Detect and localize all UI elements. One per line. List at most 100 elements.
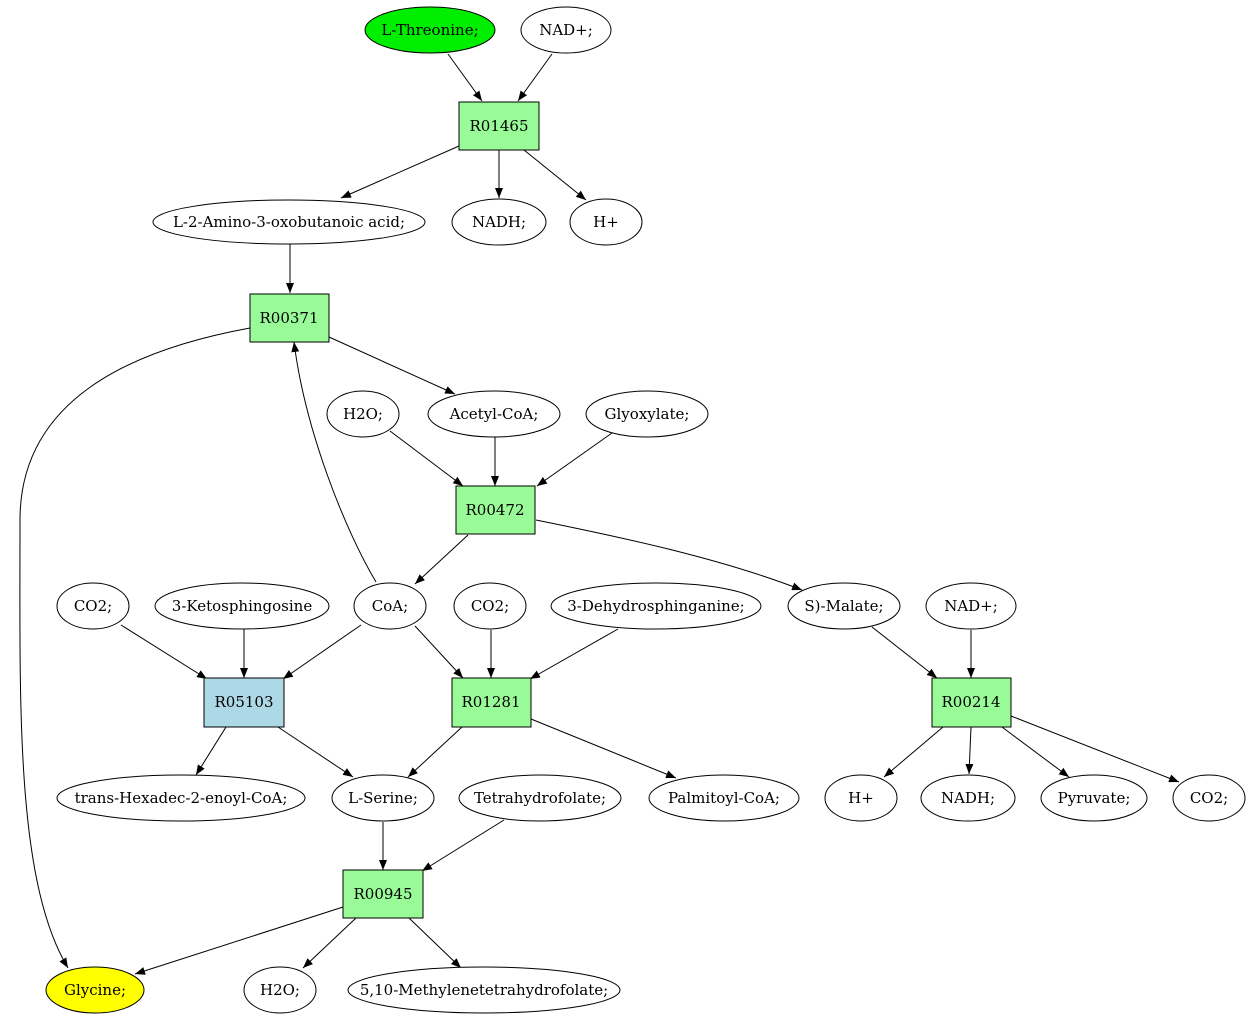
- compound-ellipse: [787, 582, 901, 630]
- edge-threonine-r01465: [447, 53, 483, 102]
- compound-label: 3-Ketosphingosine: [172, 597, 313, 615]
- compound-ellipse: [347, 966, 621, 1014]
- compound-node-ketosphingosine[interactable]: 3-Ketosphingosine: [154, 582, 330, 630]
- edge-coa-r00371: [291, 341, 377, 583]
- compound-ellipse: [1040, 774, 1148, 822]
- reaction-node-r01465[interactable]: R01465: [458, 101, 540, 151]
- compound-ellipse: [453, 582, 527, 630]
- edge-r05103-serine: [277, 726, 354, 778]
- edge-r00214-nadh: [965, 726, 974, 775]
- compound-node-glyoxylate[interactable]: Glyoxylate;: [585, 390, 709, 438]
- compound-node-coa[interactable]: CoA;: [353, 582, 427, 630]
- edge-r01465-amino: [340, 145, 460, 199]
- compound-ellipse: [326, 390, 400, 438]
- compound-node-palmitoyl-coa[interactable]: Palmitoyl-CoA;: [648, 774, 800, 822]
- edge-r00214-co2: [1010, 715, 1180, 783]
- compound-label: Acetyl-CoA;: [449, 405, 539, 423]
- compound-node-l-threonine[interactable]: L-Threonine;: [364, 6, 496, 54]
- reaction-node-r00214[interactable]: R00214: [931, 677, 1012, 728]
- compound-label: H2O;: [260, 981, 300, 999]
- compound-ellipse: [585, 390, 709, 438]
- edge-r01465-h: [523, 149, 587, 201]
- edge-r00214-h: [883, 726, 944, 778]
- edge-malate-r00214: [871, 626, 938, 679]
- compound-ellipse: [648, 774, 800, 822]
- compound-label: NAD+;: [944, 597, 998, 615]
- compound-node-acetyl-coa[interactable]: Acetyl-CoA;: [427, 390, 561, 438]
- compound-node-nadh-top[interactable]: NADH;: [451, 198, 547, 246]
- compound-label: Glyoxylate;: [605, 405, 690, 423]
- edge-r00472-coa: [414, 534, 469, 585]
- reaction-box: [458, 101, 540, 151]
- compound-label: S)-Malate;: [804, 597, 883, 615]
- edge-nad-r01465: [517, 53, 553, 102]
- compound-ellipse: [458, 774, 622, 822]
- compound-node-nadh-right[interactable]: NADH;: [920, 774, 1016, 822]
- edge-r00371-acetylcoa: [328, 336, 456, 395]
- reaction-label: R01281: [461, 693, 520, 711]
- reaction-label: R05103: [214, 693, 273, 711]
- compound-node-h2o-bottom[interactable]: H2O;: [243, 966, 317, 1014]
- edge-r00945-h2o: [302, 917, 357, 969]
- compound-label: CO2;: [1190, 789, 1228, 807]
- reaction-node-r00472[interactable]: R00472: [455, 485, 536, 535]
- reaction-label: R01465: [469, 117, 528, 135]
- compound-node-h2o-mid[interactable]: H2O;: [326, 390, 400, 438]
- compound-node-nad-top[interactable]: NAD+;: [520, 6, 612, 54]
- compound-ellipse: [364, 6, 496, 54]
- compound-label: 3-Dehydrosphinganine;: [567, 597, 744, 615]
- reaction-nodes: R01465 R00371 R00472 R05103 R01281 R0021…: [203, 101, 1012, 919]
- compound-node-methylenetetrahydrofolate[interactable]: 5,10-Methylenetetrahydrofolate;: [347, 966, 621, 1014]
- reaction-box: [451, 677, 532, 728]
- reaction-node-r00945[interactable]: R00945: [342, 869, 424, 919]
- compound-node-dehydrosphinganine[interactable]: 3-Dehydrosphinganine;: [550, 582, 762, 630]
- reaction-box: [249, 293, 330, 343]
- compound-ellipse: [56, 774, 306, 822]
- compound-node-h-top[interactable]: H+: [569, 198, 643, 246]
- compound-label: L-Serine;: [348, 789, 418, 807]
- reaction-label: R00371: [259, 309, 318, 327]
- compound-node-co2-right[interactable]: CO2;: [1172, 774, 1246, 822]
- compound-node-hexadecenoyl-coa[interactable]: trans-Hexadec-2-enoyl-CoA;: [56, 774, 306, 822]
- compound-ellipse: [824, 774, 898, 822]
- compound-node-pyruvate[interactable]: Pyruvate;: [1040, 774, 1148, 822]
- compound-node-malate[interactable]: S)-Malate;: [787, 582, 901, 630]
- edge-r00472-malate: [535, 519, 803, 591]
- compound-label: H+: [593, 213, 619, 231]
- compound-label: CO2;: [471, 597, 509, 615]
- compound-node-l-serine[interactable]: L-Serine;: [331, 774, 435, 822]
- compound-ellipse: [451, 198, 547, 246]
- edge-coa-r05103: [282, 624, 362, 680]
- compound-ellipse: [550, 582, 762, 630]
- compound-ellipse: [920, 774, 1016, 822]
- compound-node-h-right[interactable]: H+: [824, 774, 898, 822]
- compound-node-co2-middle[interactable]: CO2;: [453, 582, 527, 630]
- reaction-node-r05103[interactable]: R05103: [203, 677, 285, 728]
- compound-node-nad-right[interactable]: NAD+;: [925, 582, 1017, 630]
- edge-r00214-pyruvate: [1001, 726, 1070, 778]
- edge-r00945-glycine: [134, 906, 344, 975]
- compound-ellipse: [520, 6, 612, 54]
- compound-node-amino-oxobutanoic[interactable]: L-2-Amino-3-oxobutanoic acid;: [152, 199, 426, 245]
- compound-label: H2O;: [343, 405, 383, 423]
- compound-label: Tetrahydrofolate;: [474, 789, 606, 807]
- compound-label: CoA;: [372, 597, 408, 615]
- compound-label: L-2-Amino-3-oxobutanoic acid;: [173, 213, 405, 231]
- compound-ellipse: [45, 966, 145, 1014]
- compound-node-glycine[interactable]: Glycine;: [45, 966, 145, 1014]
- reaction-node-r00371[interactable]: R00371: [249, 293, 330, 343]
- edge-r01281-palmitoyl: [530, 718, 677, 779]
- compound-ellipse: [243, 966, 317, 1014]
- reaction-box: [931, 677, 1012, 728]
- compound-ellipse: [925, 582, 1017, 630]
- reaction-label: R00214: [941, 693, 1000, 711]
- compound-ellipse: [427, 390, 561, 438]
- reaction-node-r01281[interactable]: R01281: [451, 677, 532, 728]
- compound-ellipse: [154, 582, 330, 630]
- edge-co2-r05103: [120, 624, 208, 680]
- reaction-label: R00472: [465, 501, 524, 519]
- compound-node-co2-left[interactable]: CO2;: [56, 582, 130, 630]
- edge-r05103-hexadecenoyl: [195, 726, 227, 776]
- compound-node-tetrahydrofolate[interactable]: Tetrahydrofolate;: [458, 774, 622, 822]
